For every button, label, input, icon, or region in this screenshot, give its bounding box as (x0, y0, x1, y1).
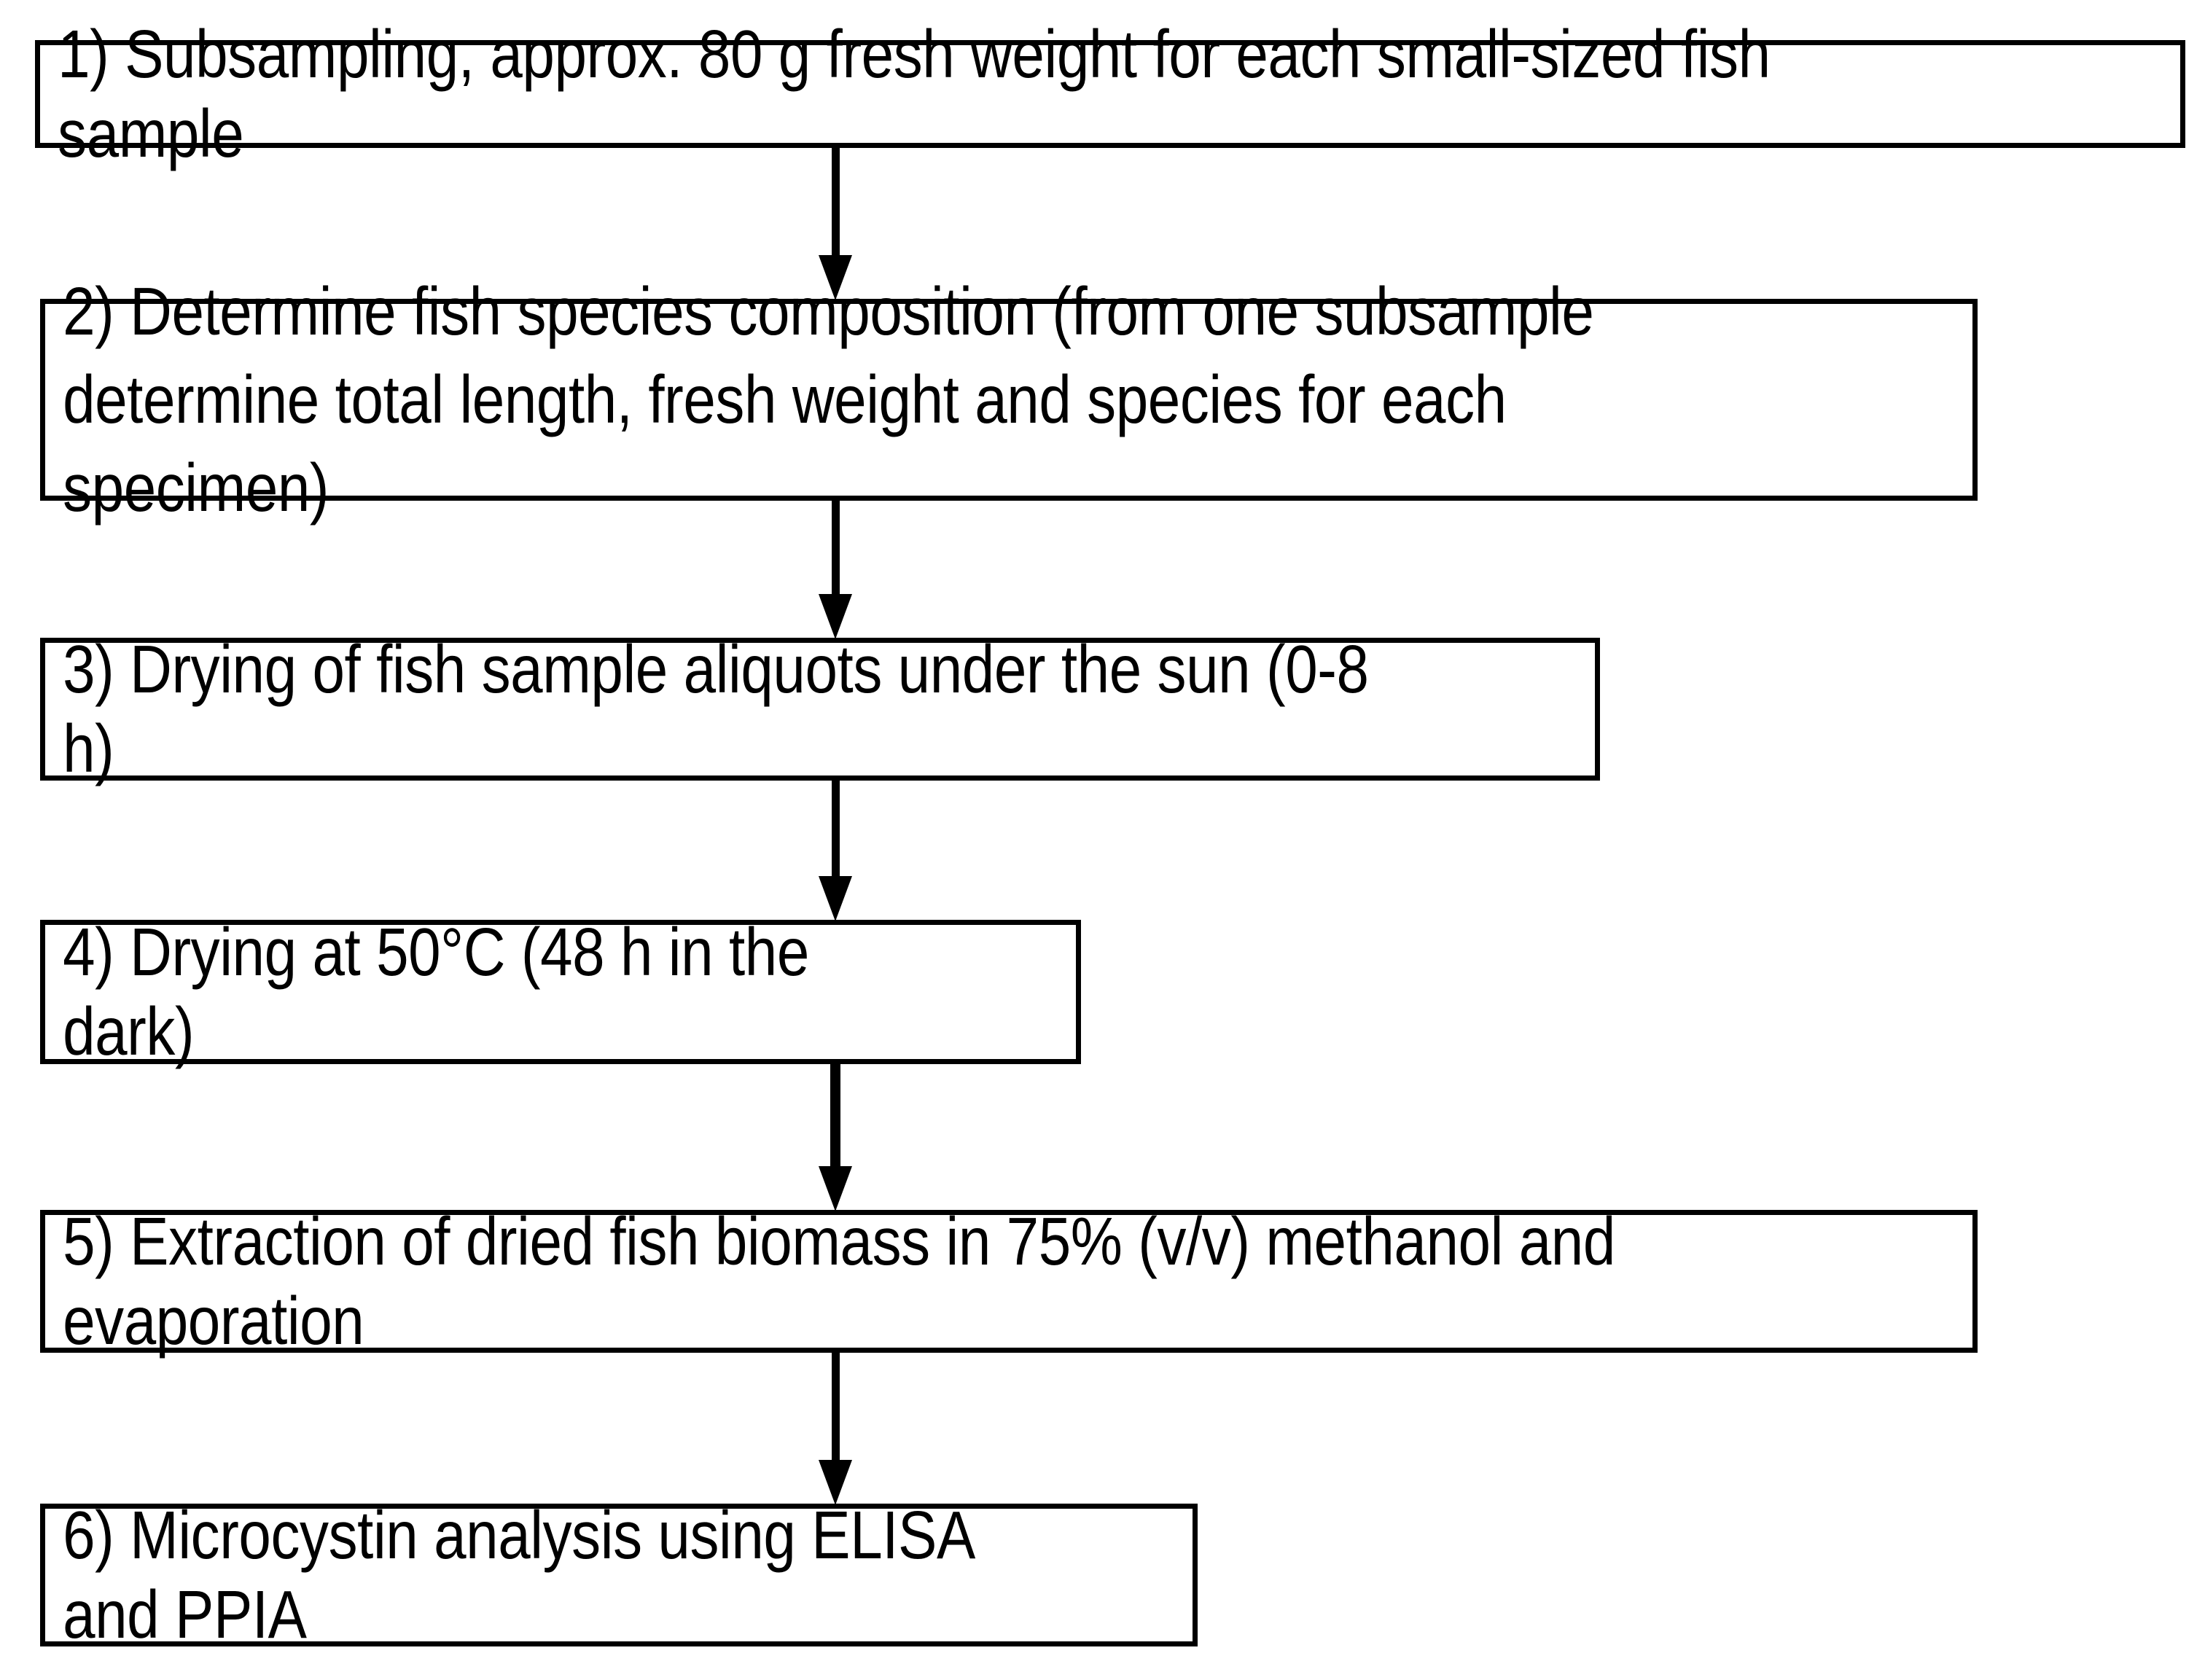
arrow-head-down-icon (819, 594, 852, 639)
flow-step-label-5: 5) Extraction of dried fish biomass in 7… (63, 1203, 1615, 1359)
flow-step-box-3: 3) Drying of fish sample aliquots under … (40, 631, 1600, 786)
flow-step-box-4: 4) Drying at 50°C (48 h in the dark) (40, 914, 1081, 1069)
flow-step-box-2: 2) Determine fish species composition (f… (40, 273, 1978, 526)
arrow-head-down-icon (819, 1166, 852, 1211)
arrow-head-down-icon (819, 1460, 852, 1505)
flow-connector-arrow-1-to-2 (819, 146, 852, 300)
flow-step-box-1: 1) Subsampling, approx. 80 g fresh weigh… (35, 16, 2185, 171)
flow-step-label-6: 6) Microcystin analysis using ELISA and … (63, 1497, 972, 1652)
flow-connector-arrow-5-to-6 (819, 1351, 852, 1505)
arrow-head-down-icon (819, 876, 852, 921)
flow-step-label-4: 4) Drying at 50°C (48 h in the dark) (63, 914, 809, 1069)
arrow-head-down-icon (819, 255, 852, 300)
flow-connector-arrow-4-to-5 (819, 1063, 852, 1211)
flow-step-box-5: 5) Extraction of dried fish biomass in 7… (40, 1203, 1978, 1359)
flow-step-label-3: 3) Drying of fish sample aliquots under … (63, 631, 1369, 786)
flow-step-box-6: 6) Microcystin analysis using ELISA and … (40, 1497, 1198, 1652)
arrow-stem (832, 499, 840, 596)
arrow-stem (832, 778, 840, 878)
flow-step-label-1: 1) Subsampling, approx. 80 g fresh weigh… (58, 16, 1771, 171)
arrow-stem (832, 146, 840, 257)
arrow-stem (830, 1063, 840, 1168)
flow-step-label-2: 2) Determine fish species composition (f… (63, 273, 1594, 526)
flow-connector-arrow-3-to-4 (819, 778, 852, 921)
arrow-stem (832, 1351, 840, 1462)
flow-connector-arrow-2-to-3 (819, 499, 852, 639)
